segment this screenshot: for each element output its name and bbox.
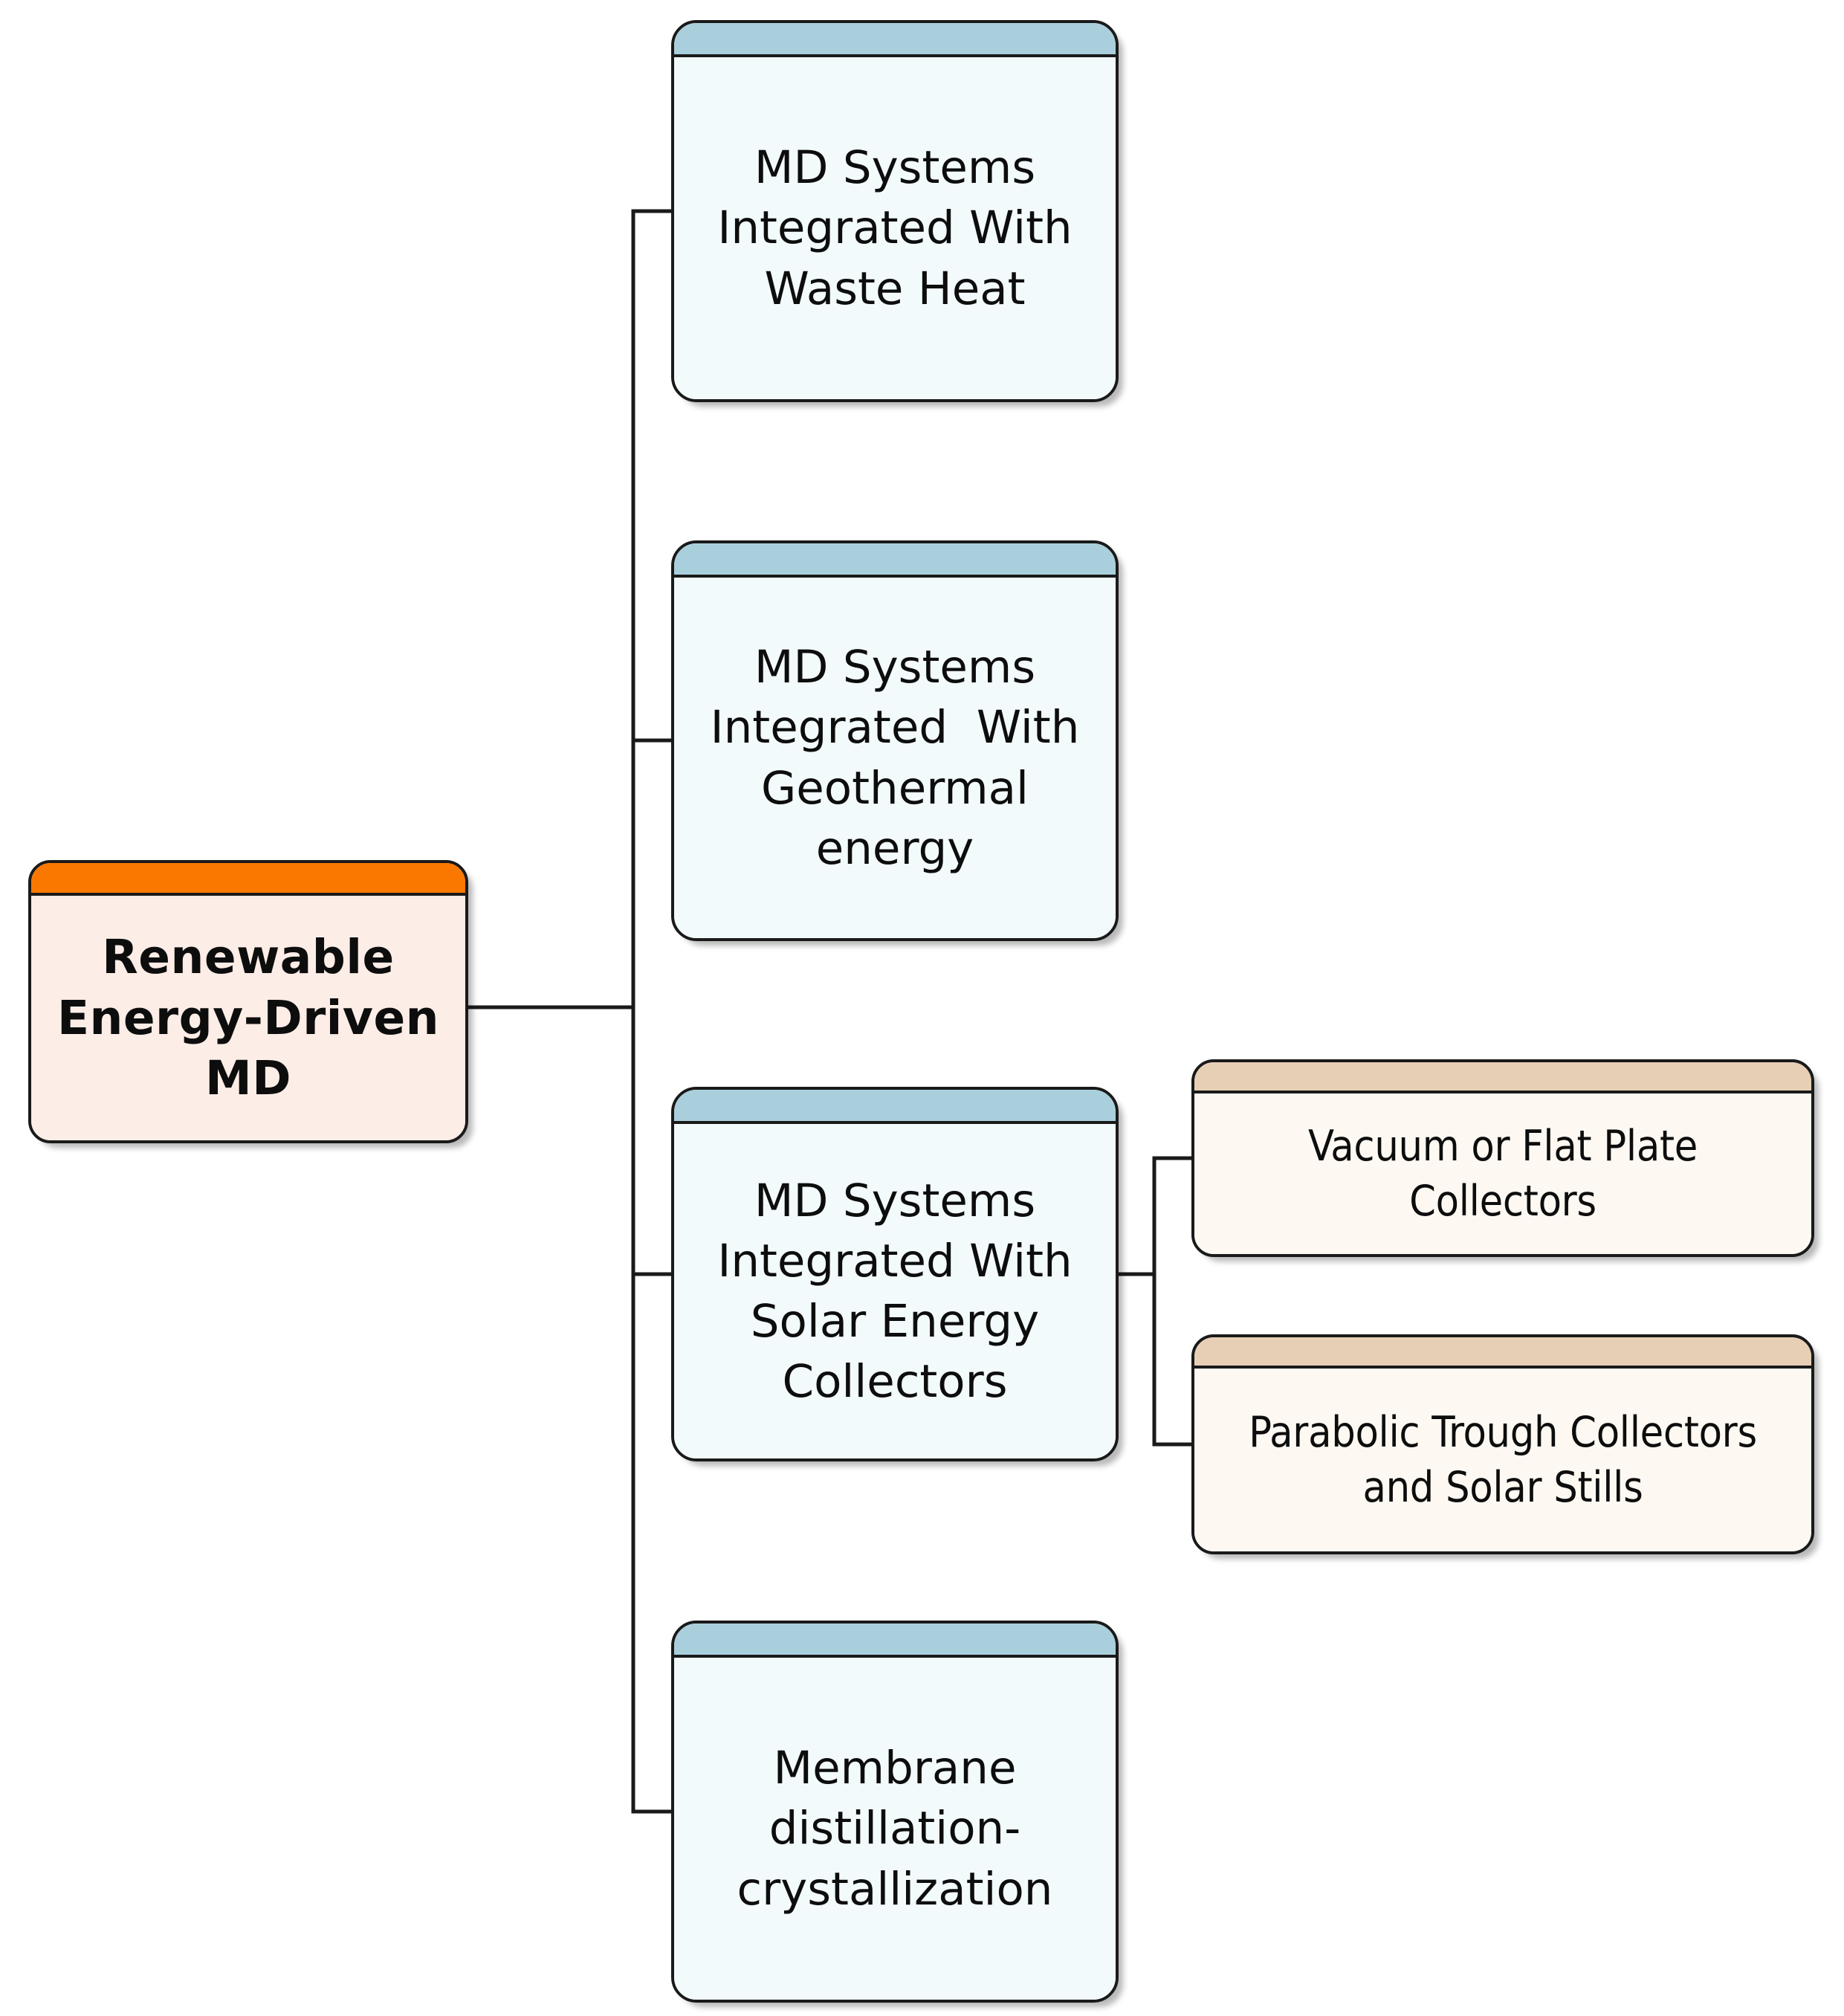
node-branch-solar-energy-collectors[interactable]: MD Systems Integrated With Solar Energy … — [671, 1087, 1119, 1461]
node-leaf-vacuum-or-flat-plate-collectors-label: Vacuum or Flat Plate Collectors — [1307, 1121, 1709, 1226]
node-root-body: Renewable Energy-Driven MD — [31, 896, 465, 1140]
node-branch-waste-heat[interactable]: MD Systems Integrated With Waste Heat — [671, 20, 1119, 402]
node-leaf-vacuum-or-flat-plate-collectors-body: Vacuum or Flat Plate Collectors — [1194, 1093, 1811, 1254]
node-branch-membrane-distillation-crystallization-body: Membrane distillation- crystallization — [674, 1658, 1116, 2000]
node-leaf-parabolic-trough-collectors-and-solar-stills-body: Parabolic Trough Collectors and Solar St… — [1194, 1369, 1811, 1551]
node-root-renewable-energy-driven-md[interactable]: Renewable Energy-Driven MD — [28, 860, 468, 1143]
node-branch-geothermal-energy-label: MD Systems Integrated With Geothermal en… — [710, 641, 1080, 875]
node-branch-membrane-distillation-crystallization-label: Membrane distillation- crystallization — [737, 1742, 1053, 1916]
node-branch-geothermal-energy-body: MD Systems Integrated With Geothermal en… — [674, 578, 1116, 938]
node-branch-solar-energy-collectors-body: MD Systems Integrated With Solar Energy … — [674, 1124, 1116, 1458]
node-branch-membrane-distillation-crystallization[interactable]: Membrane distillation- crystallization — [671, 1621, 1119, 2003]
node-root-label: Renewable Energy-Driven MD — [56, 929, 440, 1106]
node-branch-membrane-distillation-crystallization-header-bar — [674, 1624, 1116, 1658]
node-branch-geothermal-energy[interactable]: MD Systems Integrated With Geothermal en… — [671, 540, 1119, 941]
node-leaf-vacuum-or-flat-plate-collectors[interactable]: Vacuum or Flat Plate Collectors — [1191, 1059, 1814, 1257]
node-branch-geothermal-energy-header-bar — [674, 543, 1116, 578]
node-branch-solar-energy-collectors-label: MD Systems Integrated With Solar Energy … — [717, 1174, 1073, 1409]
node-branch-waste-heat-body: MD Systems Integrated With Waste Heat — [674, 57, 1116, 399]
node-leaf-parabolic-trough-collectors-and-solar-stills-header-bar — [1194, 1337, 1811, 1369]
node-leaf-parabolic-trough-collectors-and-solar-stills[interactable]: Parabolic Trough Collectors and Solar St… — [1191, 1334, 1814, 1554]
node-branch-waste-heat-header-bar — [674, 23, 1116, 57]
node-branch-waste-heat-label: MD Systems Integrated With Waste Heat — [717, 141, 1073, 315]
node-branch-solar-energy-collectors-header-bar — [674, 1090, 1116, 1124]
node-leaf-parabolic-trough-collectors-and-solar-stills-label: Parabolic Trough Collectors and Solar St… — [1249, 1407, 1757, 1512]
node-root-header-bar — [31, 863, 465, 896]
node-leaf-vacuum-or-flat-plate-collectors-header-bar — [1194, 1062, 1811, 1093]
